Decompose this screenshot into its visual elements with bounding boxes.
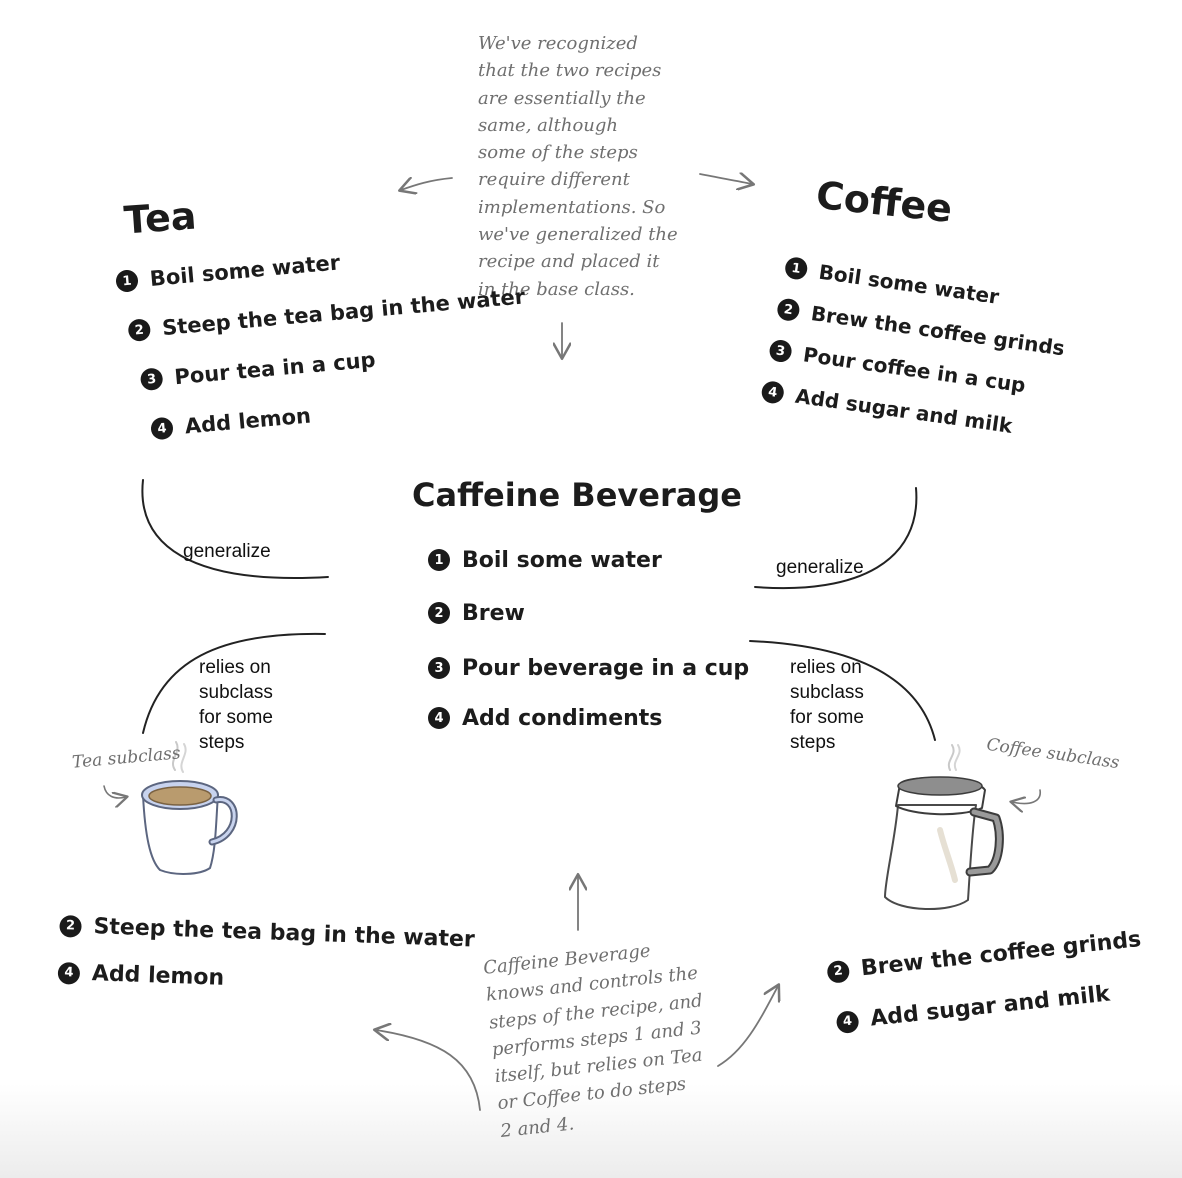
- step-number-badge: 3: [139, 367, 164, 392]
- tea-subclass-steps: 2 Steep the tea bag in the water 4 Add l…: [57, 913, 475, 999]
- step-number-badge: 3: [428, 657, 450, 679]
- step-number-badge: 2: [59, 914, 82, 938]
- bottom-note-arrow-right: [717, 986, 778, 1067]
- relies-left-arrow: [142, 632, 326, 734]
- note-arrow-to-tea: [401, 178, 453, 190]
- step-number-badge: 3: [768, 338, 793, 364]
- generalize-left-arrow: [141, 479, 329, 579]
- note-arrow-to-coffee: [699, 174, 752, 184]
- step-number-badge: 4: [57, 961, 81, 985]
- step-number-badge: 1: [783, 255, 809, 281]
- generalize-right-arrow: [754, 487, 918, 589]
- step-number-badge: 2: [775, 297, 801, 323]
- step-number-badge: 2: [127, 318, 152, 343]
- coffee-subclass-pointer: [1012, 789, 1041, 804]
- base-class-steps: 1 Boil some water 2 Brew 3 Pour beverage…: [428, 545, 749, 733]
- tea-mug-icon: [141, 741, 238, 875]
- base-step: 3 Pour beverage in a cup: [428, 653, 749, 683]
- tea-step: 2 Steep the tea bag in the water: [127, 284, 526, 343]
- generalize-right-label: generalize: [776, 557, 864, 578]
- tea-step-text: Steep the tea bag in the water: [161, 284, 526, 341]
- base-step-text: Pour beverage in a cup: [462, 655, 750, 681]
- relies-right-arrow: [749, 640, 936, 741]
- relies-right-label: relies on subclass for some steps: [790, 657, 864, 753]
- tea-title: Tea: [122, 193, 198, 243]
- base-step-text: Add condiments: [462, 705, 663, 731]
- relies-left-label: relies on subclass for some steps: [199, 657, 273, 753]
- tea-subclass-step-text: Add lemon: [91, 961, 225, 991]
- base-step: 1 Boil some water: [428, 545, 749, 575]
- base-step: 4 Add condiments: [428, 703, 749, 733]
- coffee-travel-mug-icon: [884, 744, 1004, 910]
- bottom-note-arrow-left: [376, 1030, 481, 1111]
- step-number-badge: 4: [835, 1009, 860, 1034]
- step-number-badge: 4: [428, 707, 450, 729]
- tea-subclass-pointer: [103, 785, 126, 798]
- bottom-note: Caffeine Beverage knows and controls the…: [482, 940, 704, 1142]
- generalize-left-label: generalize: [183, 541, 271, 562]
- step-number-badge: 1: [115, 269, 139, 293]
- base-step-text: Brew: [462, 600, 525, 626]
- step-number-badge: 4: [150, 416, 174, 441]
- step-number-badge: 4: [760, 379, 786, 405]
- tea-steps: 1 Boil some water 2 Steep the tea bag in…: [115, 235, 535, 444]
- base-class-title: Caffeine Beverage: [412, 476, 742, 514]
- tea-step: 3 Pour tea in a cup: [139, 334, 531, 392]
- base-step-text: Boil some water: [462, 547, 662, 573]
- base-step: 2 Brew: [428, 598, 749, 628]
- step-number-badge: 2: [428, 602, 450, 624]
- tea-step-text: Pour tea in a cup: [173, 347, 377, 390]
- step-number-badge: 1: [428, 549, 450, 571]
- top-note: We've recognized that the two recipes ar…: [478, 33, 678, 300]
- step-number-badge: 2: [826, 959, 851, 984]
